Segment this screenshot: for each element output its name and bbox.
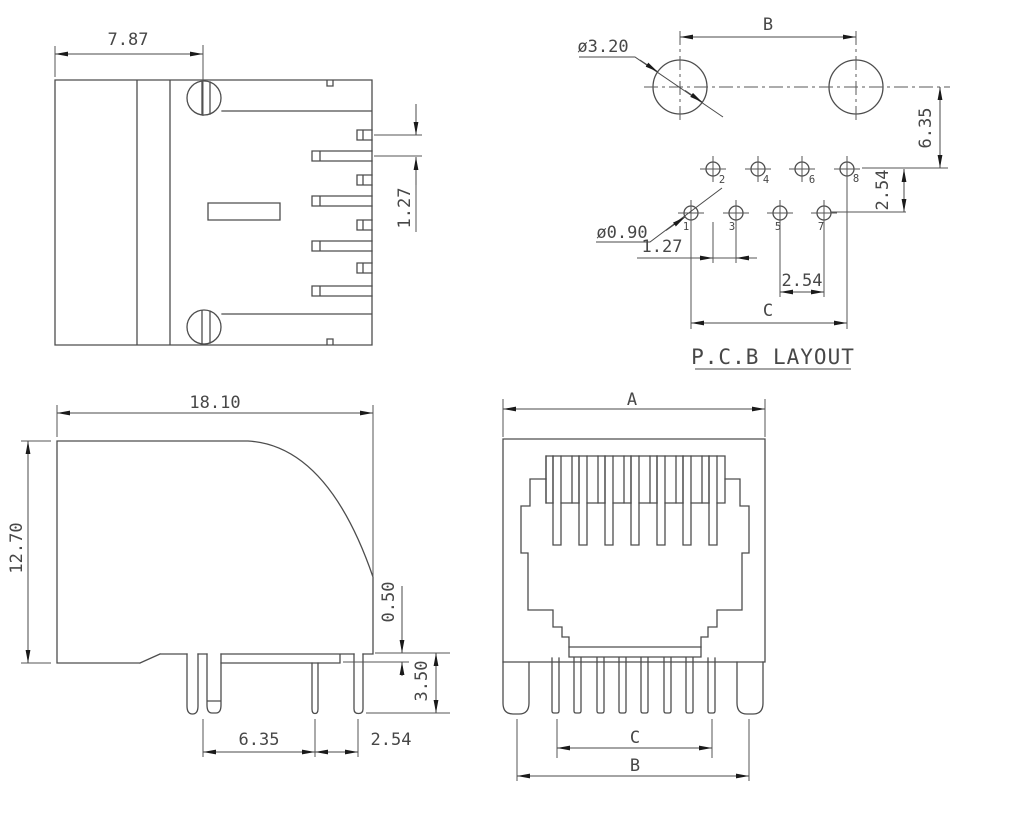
pin-label-2: 2: [719, 174, 725, 186]
mount-screw-top: [186, 80, 222, 116]
contact-teeth-short: [356, 129, 373, 274]
socket-cavity-right: [700, 478, 750, 648]
pin-label-4: 4: [763, 174, 769, 186]
side-view-rear: 7.87 1.27: [54, 30, 422, 346]
pin-label-5: 5: [775, 221, 781, 233]
profile-pin-rear: [353, 653, 364, 715]
pin-label-8: 8: [853, 173, 859, 185]
contact-teeth-long: [311, 150, 373, 297]
front-leg-right: [736, 661, 764, 715]
profile-pin-middle: [311, 662, 319, 715]
rear-body-outline: [54, 79, 373, 346]
contact-slots-short: [545, 455, 710, 504]
profile-body-outline: [56, 440, 374, 664]
profile-post-leg: [186, 653, 199, 715]
front-pins: [551, 657, 716, 714]
centerline-vertical: [679, 31, 857, 123]
dim-front-width: A: [627, 390, 637, 410]
dim-row-span: C: [763, 301, 773, 321]
dim-contact-span: C: [630, 728, 640, 748]
dim-standoff: 0.50: [379, 582, 399, 623]
dim-pin-pitch: 2.54: [782, 271, 823, 291]
socket-cavity-left: [520, 478, 570, 648]
front-face-view: A C B: [502, 390, 766, 781]
dim-hole-span: B: [763, 15, 773, 35]
contact-slots-long: [552, 455, 718, 546]
dim-pin-gap: 2.54: [371, 730, 412, 750]
profile-pin-front: [206, 653, 222, 714]
dim-rear-width: 7.87: [108, 30, 149, 50]
pin-holes-upper-row: [700, 156, 860, 182]
cavity-bottom-strip: [568, 646, 702, 658]
pin-label-3: 3: [729, 221, 735, 233]
dim-hole-offset: 6.35: [916, 108, 936, 149]
pin-label-7: 7: [818, 221, 824, 233]
dim-rear-pitch: 1.27: [395, 188, 415, 229]
dim-body-length: 18.10: [189, 393, 240, 413]
dim-hole-dia: ø3.20: [577, 37, 628, 57]
front-leg-left: [502, 661, 530, 715]
pcb-layout-view: B ø3.20 2 4 6 8 1 3 5 7: [577, 15, 950, 370]
pin-holes-lower-row: [678, 200, 837, 226]
pcb-layout-title: P.C.B LAYOUT: [691, 345, 855, 369]
dim-row-gap: 2.54: [873, 170, 893, 211]
side-profile-view: 18.10 12.70 0.50 3.50 6.35 2.54: [7, 393, 450, 757]
dim-pin-dia: ø0.90: [596, 223, 647, 243]
dim-pin-length: 3.50: [412, 661, 432, 702]
dim-body-height: 12.70: [7, 522, 27, 573]
dim-leg-span: B: [630, 756, 640, 776]
front-body-outline: [502, 438, 766, 663]
pin-label-6: 6: [809, 174, 815, 186]
pin-label-1: 1: [683, 221, 689, 233]
pin-number-labels: 2 4 6 8 1 3 5 7: [683, 173, 859, 233]
dim-post-gap: 6.35: [239, 730, 280, 750]
dim-col-offset: 1.27: [642, 237, 683, 257]
mount-screw-bottom: [186, 309, 222, 345]
contact-block: [545, 455, 726, 504]
